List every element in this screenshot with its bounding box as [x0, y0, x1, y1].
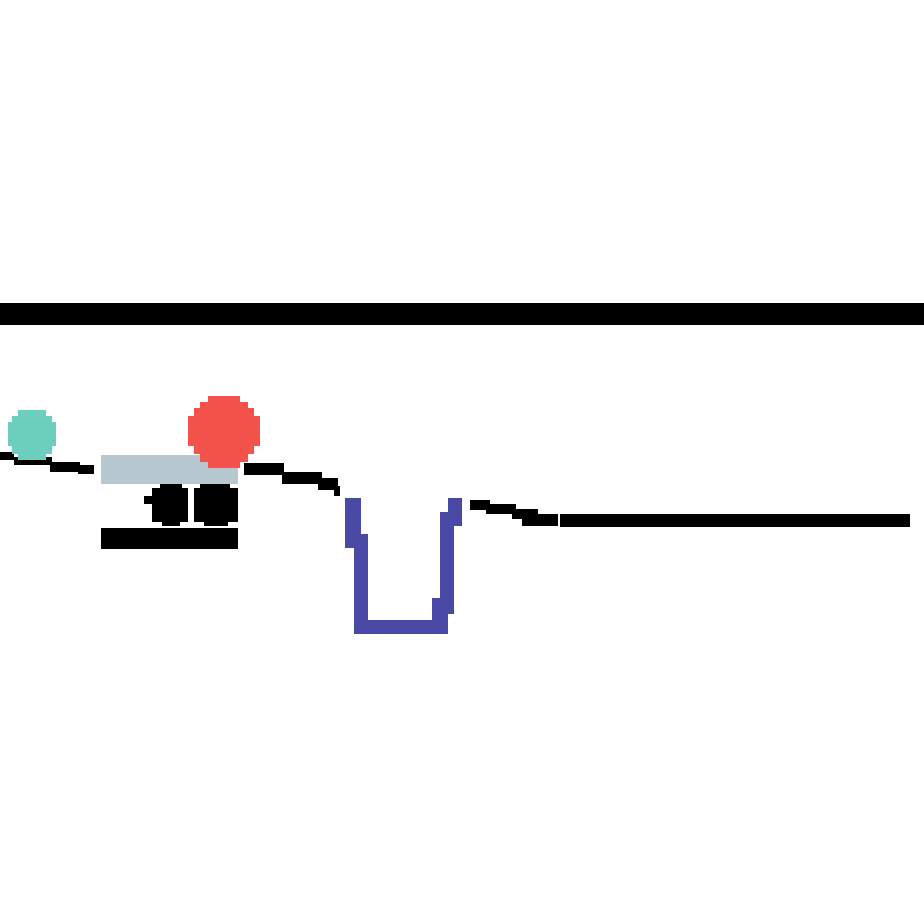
terrain-segment [334, 486, 340, 496]
cart-wheel [200, 484, 230, 490]
cup-wall-left [354, 534, 368, 626]
terrain-segment [78, 465, 94, 474]
teal-ball-pixel [18, 454, 46, 460]
terrain-segment [282, 472, 322, 484]
teal-ball-pixel [12, 446, 52, 454]
ceiling-bar [0, 303, 924, 325]
red-ball-pixel [188, 416, 260, 446]
cart-wheel [204, 518, 228, 526]
red-ball-pixel [200, 402, 248, 408]
cart-wheel [162, 518, 180, 526]
terrain-segment [0, 452, 14, 460]
cart-wheel [152, 488, 188, 522]
cart[interactable] [101, 455, 238, 549]
teal-ball-pixel [18, 410, 46, 416]
cup-bottom [354, 620, 448, 634]
red-ball-pixel [208, 396, 240, 402]
red-ball-pixel [194, 446, 254, 454]
teal-ball-pixel [12, 416, 52, 422]
red-ball[interactable] [188, 396, 260, 468]
terrain-segment [14, 457, 52, 465]
terrain-line [0, 452, 910, 527]
goal-cup [345, 498, 462, 634]
red-ball-pixel [200, 454, 248, 462]
cup-wall-right [440, 512, 454, 614]
terrain-segment [522, 514, 558, 526]
red-ball-pixel [208, 462, 240, 468]
terrain-segment [50, 462, 80, 472]
teal-ball-pixel [8, 422, 56, 446]
terrain-segment [318, 478, 338, 490]
terrain-segment [486, 504, 516, 514]
teal-ball[interactable] [8, 410, 56, 460]
cart-base [101, 528, 238, 549]
terrain-segment [244, 463, 284, 475]
terrain-segment [560, 514, 910, 527]
cart-wheel [144, 496, 156, 504]
cart-wheel [160, 484, 182, 490]
red-ball-pixel [194, 408, 254, 416]
terrain-segment [470, 500, 490, 510]
cart-wheel [194, 488, 238, 522]
cup-wall-right [448, 498, 462, 526]
